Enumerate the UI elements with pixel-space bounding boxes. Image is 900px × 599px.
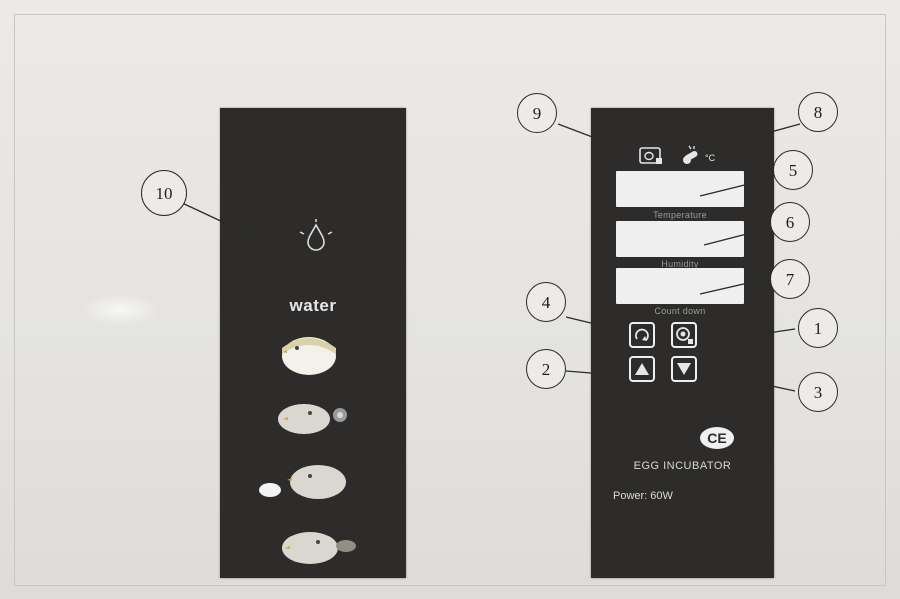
temperature-display [616, 171, 744, 207]
temperature-label: Temperature [653, 210, 707, 220]
chick-hatching-icon [282, 337, 336, 375]
callout-3: 3 [798, 372, 838, 412]
brand-label: EGG INCUBATOR [633, 460, 732, 472]
callout-4: 4 [526, 282, 566, 322]
power-rating: Power: 60W [613, 490, 673, 502]
arrow-down-icon [677, 363, 691, 375]
humidity-display [616, 221, 744, 257]
left-control-panel: water [220, 108, 406, 578]
down-button[interactable] [671, 356, 697, 382]
svg-text:CE: CE [707, 430, 726, 446]
egg-turn-icon [639, 147, 662, 164]
arrow-up-icon [635, 363, 649, 375]
rotate-icon [635, 328, 649, 341]
set-button[interactable] [671, 322, 697, 348]
up-button[interactable] [629, 356, 655, 382]
humidity-label: Humidity [661, 259, 699, 269]
callout-1: 1 [798, 308, 838, 348]
callout-6: 6 [770, 202, 810, 242]
right-control-panel: °C Temperature Humidity Count down CE EG… [591, 108, 774, 578]
chick-egg-icon [259, 465, 346, 499]
callout-5: 5 [773, 150, 813, 190]
callout-9: 9 [517, 93, 557, 133]
chick-spray-icon [282, 532, 356, 564]
callout-7: 7 [770, 259, 810, 299]
temperature-icon [683, 145, 698, 164]
set-target-icon [676, 327, 693, 344]
countdown-label: Count down [654, 306, 706, 316]
ce-mark: CE [700, 427, 734, 449]
water-label: water [289, 296, 337, 315]
temperature-unit: °C [705, 153, 716, 163]
callout-10: 10 [141, 170, 187, 216]
callout-8: 8 [798, 92, 838, 132]
turn-egg-button[interactable] [629, 322, 655, 348]
scan-border [14, 14, 886, 586]
water-drop-icon [299, 219, 333, 251]
callout-2: 2 [526, 349, 566, 389]
countdown-display [616, 268, 744, 304]
chick-fan-icon [278, 404, 347, 434]
